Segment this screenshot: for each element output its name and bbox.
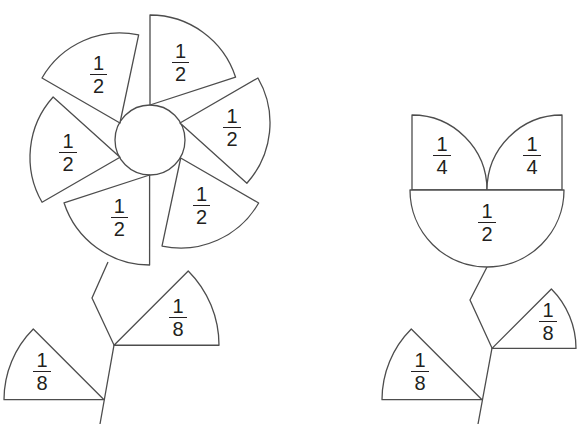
fraction-numerator: 1 xyxy=(411,350,428,371)
fraction-numerator: 1 xyxy=(172,41,189,62)
fraction-label: 14 xyxy=(523,134,540,177)
fraction-denominator: 8 xyxy=(33,371,50,393)
fraction-label: 18 xyxy=(33,350,50,393)
fraction-denominator: 2 xyxy=(172,62,189,84)
fraction-label: 18 xyxy=(169,296,186,339)
quarter-petal: 14 xyxy=(410,113,489,192)
fraction-numerator: 1 xyxy=(523,134,540,155)
shape-outline-path xyxy=(64,175,150,265)
leaf-sector: 18 xyxy=(112,269,221,347)
shape-outline xyxy=(160,156,261,250)
fraction-denominator: 2 xyxy=(223,127,240,149)
fraction-label: 12 xyxy=(172,41,189,84)
fraction-label: 14 xyxy=(433,134,450,177)
fraction-denominator: 8 xyxy=(411,371,428,393)
leaf-sector: 18 xyxy=(380,327,484,402)
quarter-petal: 14 xyxy=(485,113,564,192)
petal-sector: 12 xyxy=(160,156,261,250)
fraction-label: 12 xyxy=(193,184,210,227)
fraction-denominator: 4 xyxy=(523,155,540,177)
shape-outline xyxy=(380,327,484,402)
shape-outline-path xyxy=(150,15,236,105)
shape-outline-path xyxy=(114,271,219,345)
leaf-sector: 18 xyxy=(2,327,106,402)
shape-outline xyxy=(490,287,578,350)
flower-center xyxy=(115,105,185,175)
fraction-numerator: 1 xyxy=(90,53,107,74)
fraction-numerator: 1 xyxy=(193,184,210,205)
petal-sector: 12 xyxy=(148,13,238,107)
half-circle-bloom: 12 xyxy=(408,188,566,269)
fraction-label: 12 xyxy=(111,196,128,239)
shape-outline xyxy=(40,31,141,125)
fraction-numerator: 1 xyxy=(59,131,76,152)
fraction-label: 12 xyxy=(223,106,240,149)
fraction-denominator: 2 xyxy=(90,74,107,96)
fraction-numerator: 1 xyxy=(33,350,50,371)
shape-outline-path xyxy=(4,329,104,400)
shape-outline-path xyxy=(492,289,576,348)
leaf-sector: 18 xyxy=(490,287,578,350)
shape-outline-path xyxy=(42,33,139,123)
shape-outline xyxy=(62,173,152,267)
shape-outline-path xyxy=(487,115,562,190)
fraction-denominator: 2 xyxy=(193,205,210,227)
fraction-label: 12 xyxy=(59,131,76,174)
petal-sector: 12 xyxy=(62,173,152,267)
fraction-denominator: 2 xyxy=(111,217,128,239)
fraction-denominator: 2 xyxy=(59,152,76,174)
shape-outline xyxy=(148,13,238,107)
shape-outline-path xyxy=(162,158,259,248)
shape-outline xyxy=(2,327,106,402)
fraction-numerator: 1 xyxy=(169,296,186,317)
shape-outline-path xyxy=(410,190,564,267)
shape-outline-path xyxy=(412,115,487,190)
fraction-numerator: 1 xyxy=(478,201,495,222)
fraction-numerator: 1 xyxy=(111,196,128,217)
shape-outline xyxy=(485,113,564,192)
petal-sector: 12 xyxy=(40,31,141,125)
fraction-denominator: 4 xyxy=(433,155,450,177)
fraction-denominator: 8 xyxy=(169,317,186,339)
shape-outline xyxy=(410,113,489,192)
shape-outline-path xyxy=(382,329,482,400)
fraction-label: 18 xyxy=(539,300,556,343)
fraction-numerator: 1 xyxy=(539,300,556,321)
fraction-label: 12 xyxy=(478,201,495,244)
fraction-label: 18 xyxy=(411,350,428,393)
fraction-label: 12 xyxy=(90,53,107,96)
fraction-denominator: 2 xyxy=(478,222,495,244)
fraction-numerator: 1 xyxy=(223,106,240,127)
shape-outline xyxy=(112,269,221,347)
fraction-numerator: 1 xyxy=(433,134,450,155)
fraction-denominator: 8 xyxy=(539,321,556,343)
